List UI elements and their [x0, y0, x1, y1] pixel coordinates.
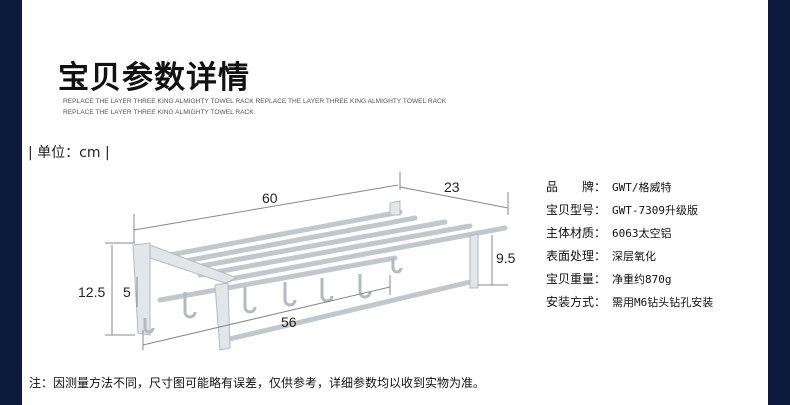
spec-value: 净重约870g: [612, 273, 672, 286]
dimension-side-height: 12.5: [78, 284, 105, 300]
spec-key: 宝贝重量：: [546, 272, 607, 286]
spec-key: 品 牌：: [546, 180, 607, 194]
hooks: [143, 258, 403, 334]
spec-key: 主体材质：: [546, 226, 607, 240]
dimension-length: 60: [262, 190, 278, 206]
spec-brand: 品 牌： GWT/格威特: [546, 176, 713, 199]
spec-finish: 表面处理： 深层氧化: [546, 245, 713, 268]
spec-value: 6063太空铝: [612, 227, 672, 240]
spec-weight: 宝贝重量： 净重约870g: [546, 268, 713, 291]
spec-key: 宝贝型号：: [546, 203, 607, 217]
spec-value: GWT-7309升级版: [612, 204, 698, 217]
spec-value: 需用M6钻头钻孔安装: [612, 296, 714, 309]
dimension-bar-length: 56: [281, 314, 297, 330]
spec-value: 深层氧化: [612, 250, 656, 263]
rack-brackets: [132, 200, 479, 351]
dimension-hook-gap: 5: [123, 284, 131, 300]
spec-value: GWT/格威特: [612, 181, 672, 194]
dimension-depth: 23: [444, 179, 460, 195]
subtitle-line-2: REPLACE THE LAYER THREE KING ALMIGHTY TO…: [63, 109, 254, 116]
spec-key: 表面处理：: [546, 249, 607, 263]
spec-material: 主体材质： 6063太空铝: [546, 222, 713, 245]
rack-bars: [157, 209, 508, 343]
dimension-lines: [105, 172, 509, 350]
spec-model: 宝贝型号： GWT-7309升级版: [546, 199, 713, 222]
spec-installation: 安装方式： 需用M6钻头钻孔安装: [546, 291, 713, 314]
dimension-height: 9.5: [496, 250, 516, 266]
subtitle-line-1: REPLACE THE LAYER THREE KING ALMIGHTY TO…: [63, 98, 447, 105]
unit-label: | 单位：cm |: [28, 145, 110, 161]
spec-list: 品 牌： GWT/格威特 宝贝型号： GWT-7309升级版 主体材质： 6063太空…: [546, 176, 713, 314]
page-title: 宝贝参数详情: [58, 60, 250, 96]
disclaimer-note: 注：因测量方法不同，尺寸图可能略有误差，仅供参考，详细参数均以收到实物为准。: [29, 376, 486, 390]
spec-key: 安装方式：: [546, 295, 607, 309]
